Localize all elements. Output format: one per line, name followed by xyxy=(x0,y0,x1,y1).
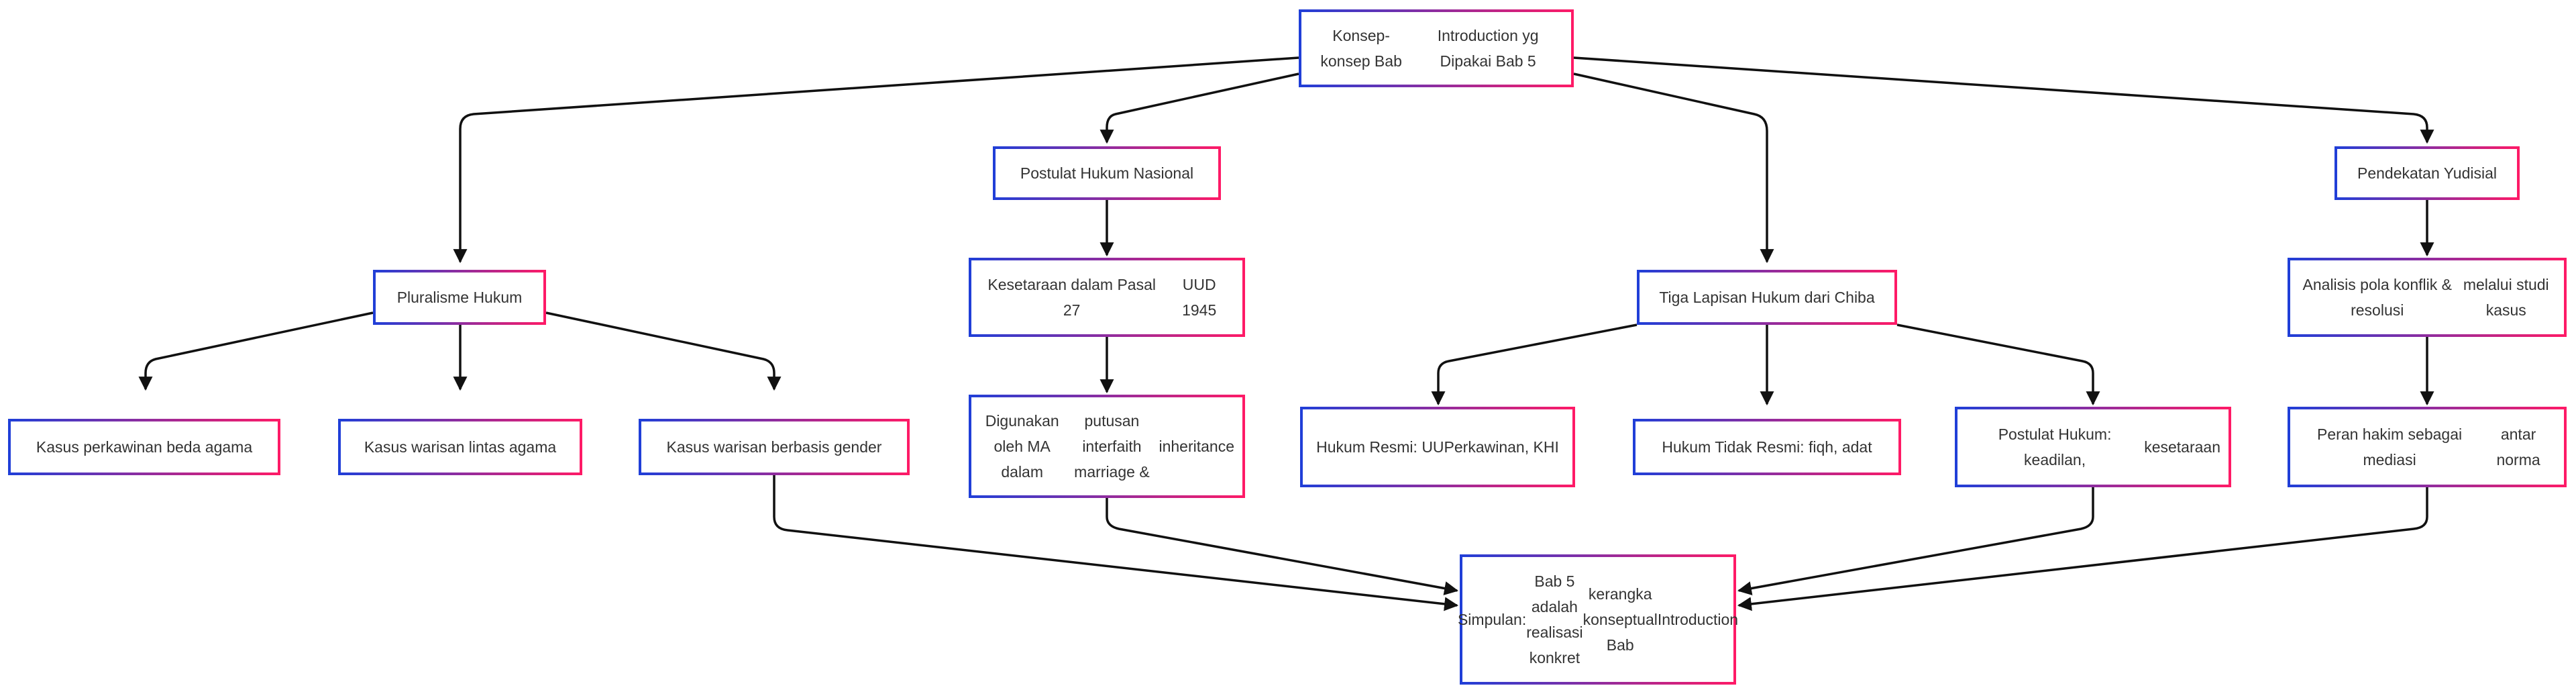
edge-digunakan-ma-simpulan xyxy=(1106,498,1459,595)
node-hukum-resmi: Hukum Resmi: UU Perkawinan, KHI xyxy=(1300,407,1575,487)
edge-peran-hakim-simpulan xyxy=(1737,487,2428,611)
edge-pluralisme-kasus-perkawinan xyxy=(138,311,374,391)
node-postulat-hukum-nasional: Postulat Hukum Nasional xyxy=(993,146,1221,200)
node-postulat-hukum-keadilan: Postulat Hukum: keadilan, kesetaraan xyxy=(1955,407,2231,487)
edge-root-pluralisme xyxy=(453,56,1299,264)
node-tiga-lapisan-hukum: Tiga Lapisan Hukum dari Chiba xyxy=(1637,270,1897,325)
node-simpulan: Simpulan: Bab 5 adalah realisasi konkret… xyxy=(1458,554,1738,685)
node-digunakan-oleh-ma: Digunakan oleh MA dalam putusan interfai… xyxy=(969,395,1245,498)
node-kasus-warisan-lintas-agama: Kasus warisan lintas agama xyxy=(338,419,582,475)
node-pluralisme-hukum: Pluralisme Hukum xyxy=(373,270,546,325)
edge-postulat-hukum-simpulan xyxy=(1737,487,2094,595)
edge-tiga-lapisan-postulat-hukum xyxy=(1896,324,2100,406)
node-peran-hakim: Peran hakim sebagai mediasi antar norma xyxy=(2288,407,2567,487)
node-kasus-warisan-berbasis-gender: Kasus warisan berbasis gender xyxy=(639,419,910,475)
edge-tiga-lapisan-hukum-resmi xyxy=(1431,324,1638,406)
node-kasus-perkawinan-beda-agama: Kasus perkawinan beda agama xyxy=(8,419,280,475)
node-pendekatan-yudisial: Pendekatan Yudisial xyxy=(2334,146,2520,200)
node-analisis-pola-konflik: Analisis pola konflik & resolusi melalui… xyxy=(2288,258,2567,337)
edge-root-tiga-lapisan xyxy=(1573,72,1774,264)
node-kesetaraan-pasal-27: Kesetaraan dalam Pasal 27 UUD 1945 xyxy=(969,258,1245,337)
edge-root-yudisial xyxy=(1573,56,2434,144)
node-hukum-tidak-resmi: Hukum Tidak Resmi: fiqh, adat xyxy=(1633,419,1901,475)
edge-pluralisme-kasus-warisan-gender xyxy=(545,311,782,391)
edge-kasus-warisan-gender-simpulan xyxy=(773,475,1459,611)
edge-root-postulat-nasional xyxy=(1099,72,1299,144)
node-root: Konsep-konsep Bab Introduction yg Dipaka… xyxy=(1299,9,1574,87)
